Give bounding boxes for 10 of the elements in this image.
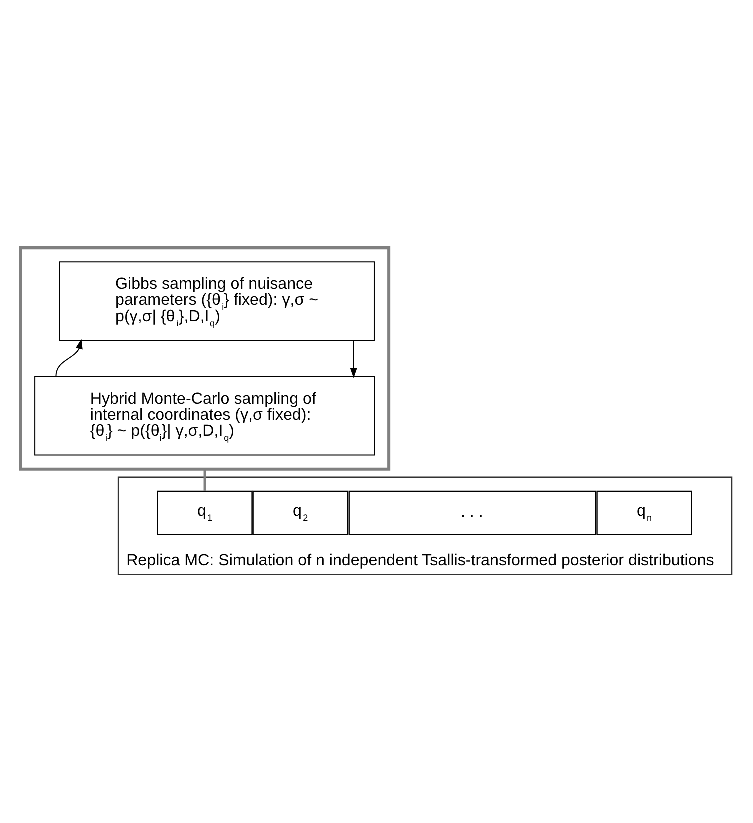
node-box: q$_{1}$ [157,490,253,536]
connector [204,469,206,492]
node-box: q$_{2}$ [252,490,348,536]
arrow [350,340,358,378]
node-box: Gibbs sampling of nuisance parameters ({θ$_{i}$} fixed): γ,σ ~ p(γ,σ| {θ$_{i}$},D,I$_{q}$) [59,262,375,342]
cluster [19,246,391,471]
node-box: . . . [348,490,596,536]
node-box: q$_{n}$ [596,490,692,536]
node-box: Hybrid Monte-Carlo sampling of internal coordinates (γ,σ fixed): {θ$_{i}$} ~ p({θ$_{i}$}| γ,σ,D,I$_{q}$) [34,376,376,456]
arrow [56,339,83,377]
